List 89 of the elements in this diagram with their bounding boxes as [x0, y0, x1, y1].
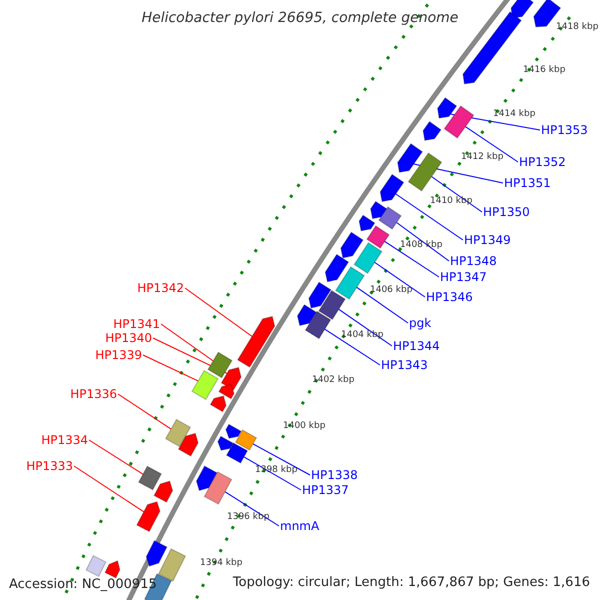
- leader-line: [395, 194, 464, 240]
- gene-label: HP1353: [541, 124, 588, 136]
- scale-label: 1394 kbp: [200, 559, 242, 568]
- gene-block: [408, 152, 442, 192]
- gene-label: HP1342: [137, 282, 184, 294]
- gene-feature: [217, 436, 234, 451]
- leader-line: [374, 262, 426, 298]
- scale-label: 1412 kbp: [461, 153, 504, 162]
- gene-label: HP1341: [113, 318, 160, 330]
- gene-block: [366, 225, 390, 249]
- gene-label: HP1344: [393, 340, 440, 352]
- leader-line: [118, 394, 172, 430]
- gene-feature: [136, 501, 160, 532]
- gene-block: [191, 370, 219, 400]
- leader-line: [142, 354, 199, 382]
- scale-label: 1400 kbp: [283, 422, 326, 431]
- title: Helicobacter pylori 26695, complete genome: [140, 11, 460, 25]
- gene-block: [234, 429, 258, 451]
- gene-block: [335, 266, 365, 300]
- leader-line: [431, 176, 482, 212]
- gene-block: [444, 105, 474, 139]
- gene-label: HP1347: [440, 271, 487, 283]
- gene-feature: [324, 254, 350, 282]
- gene-block: [354, 242, 382, 274]
- gene-block: [378, 206, 402, 230]
- leader-line: [224, 491, 280, 526]
- leader-line: [396, 222, 450, 262]
- gene-feature: [358, 214, 376, 232]
- gene-feature: [218, 384, 235, 400]
- gene-block: [86, 555, 106, 577]
- gene-block: [207, 352, 233, 378]
- gene-label: HP1352: [519, 156, 566, 168]
- gene-block: [138, 466, 162, 490]
- gene-label: HP1340: [105, 332, 152, 344]
- gene-feature: [237, 316, 276, 368]
- gene-feature: [153, 480, 174, 503]
- leader-line: [88, 440, 144, 475]
- gene-label: HP1337: [302, 484, 349, 496]
- gene-feature: [146, 540, 168, 567]
- leader-line: [384, 240, 440, 278]
- gene-label: HP1351: [504, 177, 551, 189]
- scale-label: 1408 kbp: [400, 241, 442, 250]
- leader-line: [465, 126, 518, 162]
- gene-block: [164, 418, 192, 448]
- gene-block: [304, 310, 332, 340]
- gene-feature: [225, 424, 242, 439]
- gene-label: HP1346: [426, 291, 473, 303]
- gene-feature: [308, 282, 332, 309]
- gene-label: HP1348: [450, 255, 497, 267]
- gene-label: HP1339: [95, 349, 142, 361]
- gene-label: HP1338: [311, 469, 358, 481]
- gene-feature: [397, 143, 424, 173]
- gene-feature: [340, 232, 364, 258]
- leader-line: [74, 466, 144, 512]
- gene-feature: [510, 0, 534, 18]
- gene-label: HP1334: [41, 434, 88, 446]
- genome-summary: Topology: circular; Length: 1,667,867 bp; Genes: 1,616: [232, 576, 590, 589]
- gene-feature: [296, 304, 317, 326]
- leader-line: [160, 324, 214, 362]
- gene-label: HP1336: [70, 388, 117, 400]
- gene-label: HP1350: [483, 206, 530, 218]
- gene-feature: [210, 395, 227, 412]
- leader-line: [244, 456, 302, 490]
- gene-block: [204, 471, 232, 505]
- leader-line: [324, 328, 380, 366]
- gene-block: [158, 548, 186, 582]
- gene-feature: [220, 366, 242, 391]
- leader-line: [338, 308, 392, 346]
- gene-feature: [462, 11, 522, 84]
- gene-feature: [196, 465, 218, 492]
- leader-line: [356, 286, 408, 324]
- gene-label: pgk: [409, 317, 432, 329]
- scale-label: 1406 kbp: [370, 286, 412, 295]
- gene-feature: [178, 432, 199, 457]
- gene-feature: [370, 200, 388, 220]
- leader-line: [184, 288, 252, 337]
- gene-label: HP1343: [381, 359, 428, 371]
- gene-block: [318, 290, 346, 320]
- scale-label: 1418 kbp: [556, 23, 598, 32]
- gene-label: HP1333: [26, 460, 73, 472]
- gene-label: mnmA: [280, 520, 320, 532]
- gene-block: [226, 442, 248, 464]
- scale-label: 1402 kbp: [312, 376, 354, 385]
- gene-label: HP1349: [464, 234, 511, 246]
- gene-feature: [380, 174, 404, 202]
- scale-label: 1414 kbp: [493, 110, 536, 119]
- gene-feature: [437, 97, 458, 119]
- leader-line: [252, 443, 310, 476]
- gene-feature: [104, 560, 120, 578]
